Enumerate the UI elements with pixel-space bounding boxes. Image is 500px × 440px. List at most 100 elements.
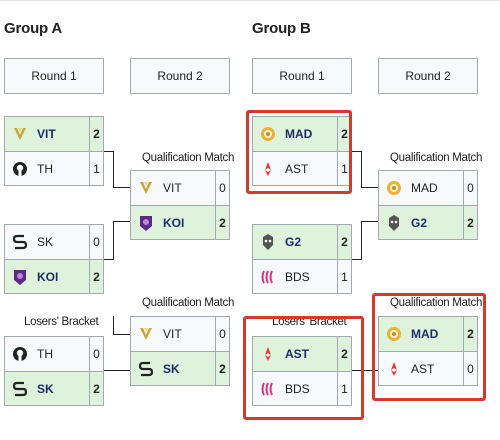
- sk-logo-icon: [135, 352, 157, 386]
- team-score: 1: [89, 151, 103, 186]
- team-score: 2: [463, 205, 477, 240]
- bracket-connector: [104, 370, 130, 371]
- sk-logo-icon: [9, 372, 31, 406]
- bracket-connector: [113, 151, 114, 187]
- bracket-connector: [361, 151, 362, 187]
- team-name: TH: [37, 161, 53, 176]
- team-name: KOI: [37, 269, 59, 284]
- team-score: 2: [215, 205, 229, 240]
- team-name: BDS: [285, 269, 310, 284]
- team-name: SK: [163, 361, 180, 376]
- match-row[interactable]: VIT 2: [5, 117, 103, 151]
- bracket-connector: [352, 151, 362, 152]
- bracket-connector: [361, 221, 362, 260]
- bracket-connector: [104, 259, 114, 260]
- match-row[interactable]: SK 0: [5, 225, 103, 259]
- match-a-r1-1[interactable]: VIT 2 TH 1: [4, 116, 104, 186]
- match-row[interactable]: VIT 0: [131, 317, 229, 351]
- team-score: 2: [89, 371, 103, 406]
- vitality-logo-icon: [135, 171, 157, 205]
- bracket-connector: [104, 151, 114, 152]
- match-a-r1-3[interactable]: TH 0 SK 2: [4, 336, 104, 406]
- match-row[interactable]: SK 2: [131, 351, 229, 386]
- team-name: MAD: [411, 181, 438, 195]
- team-score: 2: [337, 337, 351, 371]
- mad-lions-logo-icon: [383, 171, 405, 205]
- team-name: AST: [285, 347, 309, 361]
- bracket-connector: [113, 221, 130, 222]
- match-b-r1-2[interactable]: G2 2 BDS 1: [252, 224, 352, 294]
- match-row[interactable]: AST 1: [253, 151, 351, 186]
- group-b-round1-header[interactable]: Round 1: [252, 58, 352, 94]
- match-b-r1-3[interactable]: AST 2 BDS 1: [252, 336, 352, 406]
- team-name: AST: [411, 361, 435, 376]
- team-score: 2: [337, 225, 351, 259]
- team-score: 1: [337, 259, 351, 294]
- losers-bracket-label: Losers' Bracket: [24, 316, 99, 328]
- match-b-r1-1[interactable]: MAD 2 AST 1: [252, 116, 352, 186]
- bracket-connector: [113, 221, 114, 260]
- match-a-r1-2[interactable]: SK 0 KOI 2: [4, 224, 104, 294]
- match-row[interactable]: G2 2: [253, 225, 351, 259]
- vitality-logo-icon: [135, 317, 157, 351]
- match-row[interactable]: AST 2: [253, 337, 351, 371]
- match-row[interactable]: TH 1: [5, 151, 103, 186]
- losers-bracket-label: Losers' Bracket: [272, 316, 347, 328]
- match-row[interactable]: AST 0: [379, 351, 477, 386]
- match-a-r2-2[interactable]: VIT 0 SK 2: [130, 316, 230, 386]
- team-score: 2: [89, 117, 103, 151]
- team-score: 0: [215, 317, 229, 351]
- heretics-logo-icon: [9, 152, 31, 186]
- koi-logo-icon: [9, 260, 31, 294]
- team-score: 2: [89, 259, 103, 294]
- top-divider: [0, 0, 500, 1]
- match-row[interactable]: MAD 0: [379, 171, 477, 205]
- match-row[interactable]: SK 2: [5, 371, 103, 406]
- team-name: TH: [37, 347, 53, 361]
- sk-logo-icon: [9, 225, 31, 259]
- match-row[interactable]: KOI 2: [5, 259, 103, 294]
- team-score: 2: [463, 317, 477, 351]
- bracket-connector: [113, 334, 130, 335]
- koi-logo-icon: [135, 206, 157, 240]
- team-name: KOI: [163, 215, 185, 230]
- match-row[interactable]: VIT 0: [131, 171, 229, 205]
- team-name: VIT: [163, 181, 182, 195]
- team-score: 0: [89, 225, 103, 259]
- astralis-logo-icon: [257, 152, 279, 186]
- qualification-match-label: Qualification Match: [390, 297, 483, 309]
- qualification-match-label: Qualification Match: [390, 152, 483, 164]
- bracket-connector: [361, 221, 378, 222]
- match-b-r2-2[interactable]: MAD 2 AST 0: [378, 316, 478, 386]
- match-row[interactable]: BDS 1: [253, 259, 351, 294]
- team-score: 2: [337, 117, 351, 151]
- team-name: G2: [285, 235, 302, 249]
- match-row[interactable]: MAD 2: [379, 317, 477, 351]
- vitality-logo-icon: [9, 117, 31, 151]
- g2-logo-icon: [257, 225, 279, 259]
- match-row[interactable]: MAD 2: [253, 117, 351, 151]
- qualification-match-label: Qualification Match: [142, 152, 235, 164]
- bracket-connector: [113, 316, 114, 334]
- match-row[interactable]: BDS 1: [253, 371, 351, 406]
- g2-logo-icon: [383, 206, 405, 240]
- team-name: SK: [37, 235, 54, 249]
- highlight-box: [372, 293, 486, 401]
- match-row[interactable]: KOI 2: [131, 205, 229, 240]
- team-name: BDS: [285, 381, 310, 396]
- highlight-box: [246, 110, 352, 194]
- team-score: 1: [337, 371, 351, 406]
- match-a-r2-1[interactable]: VIT 0 KOI 2: [130, 170, 230, 240]
- group-a-round1-header[interactable]: Round 1: [4, 58, 104, 94]
- team-score: 1: [337, 151, 351, 186]
- match-b-r2-1[interactable]: MAD 0 G2 2: [378, 170, 478, 240]
- team-name: MAD: [285, 127, 313, 141]
- group-a-round2-header[interactable]: Round 2: [130, 58, 230, 94]
- bracket-connector: [352, 370, 378, 371]
- team-score: 0: [215, 171, 229, 205]
- group-b-round2-header[interactable]: Round 2: [378, 58, 478, 94]
- match-row[interactable]: TH 0: [5, 337, 103, 371]
- team-score: 2: [215, 351, 229, 386]
- team-name: MAD: [411, 327, 439, 341]
- match-row[interactable]: G2 2: [379, 205, 477, 240]
